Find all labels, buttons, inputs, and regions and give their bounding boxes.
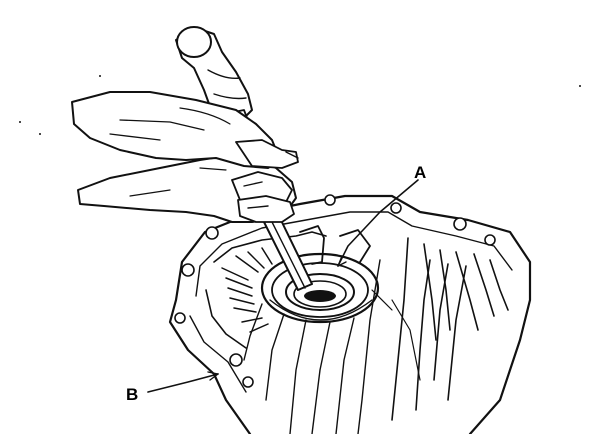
seal-driver-drift [261,213,313,291]
callout-a-label: A [414,163,426,182]
callout-a-leader [337,179,419,267]
callout-b-leader [147,371,219,393]
scan-specks [19,75,581,135]
right-hand [71,91,299,169]
oil-seal-bore [260,252,380,324]
callout-b-label: B [126,385,138,404]
transmission-housing [168,194,532,434]
flange-bolt-holes [174,194,496,388]
housing-ribs [243,237,509,434]
